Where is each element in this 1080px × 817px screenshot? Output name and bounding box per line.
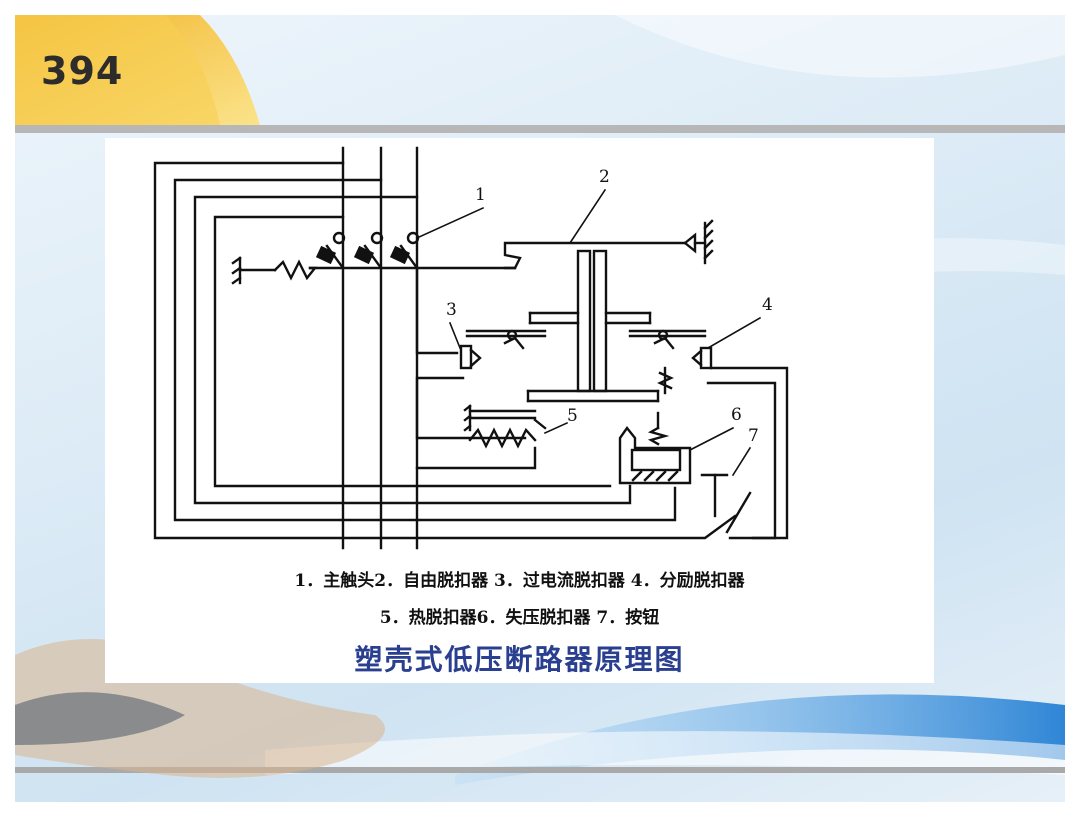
main-contacts: [231, 231, 517, 285]
callout-5: 5: [567, 406, 578, 426]
callout-labels: 1 2 3 4 5 6 7: [446, 167, 773, 446]
circuit-figure: 1 2 3 4 5 6 7 1．主触头2．自由脱扣器 3．过电流脱扣器 4．分励…: [105, 138, 934, 683]
legend-line-1: 1．主触头2．自由脱扣器 3．过电流脱扣器 4．分励脱扣器: [294, 571, 745, 591]
legend-line-2: 5．热脱扣器6．失压脱扣器 7．按钮: [379, 608, 660, 628]
callout-3: 3: [446, 300, 457, 320]
thermal-release: [463, 404, 547, 449]
shunt-release: [691, 346, 713, 370]
slide-number: 394: [41, 49, 124, 93]
slide: 394: [15, 15, 1065, 802]
supply-lines: [341, 146, 419, 550]
undervoltage-release: [618, 411, 692, 485]
callout-1: 1: [475, 185, 486, 205]
callout-7: 7: [748, 426, 759, 446]
diagram-title: 塑壳式低压断路器原理图: [354, 643, 685, 676]
free-release-mechanism: [465, 219, 714, 403]
callout-leaders: [415, 188, 762, 477]
header-stripe: [15, 125, 1065, 133]
circuit-diagram: 1 2 3 4 5 6 7: [153, 146, 789, 550]
callout-4: 4: [762, 295, 773, 315]
callout-6: 6: [731, 405, 742, 425]
control-wiring: [153, 161, 789, 540]
callout-2: 2: [599, 167, 610, 187]
overcurrent-release: [459, 344, 482, 370]
